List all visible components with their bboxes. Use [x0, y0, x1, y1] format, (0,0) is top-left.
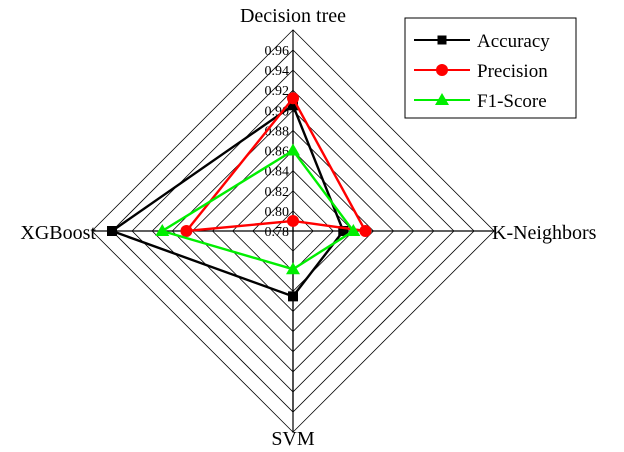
radial-tick-labels: 0.78 0.80 0.82 0.84 0.86 0.88 0.90 0.92 0.94 0.96 — [265, 44, 290, 240]
radial-tick-label: 0.90 — [265, 104, 290, 119]
legend: Accuracy Precision F1-Score — [404, 17, 577, 119]
series-layer — [107, 92, 372, 302]
data-point — [286, 262, 300, 275]
data-point — [287, 92, 299, 105]
data-point — [287, 214, 299, 227]
series-f1-score — [155, 143, 361, 275]
radial-tick-label: 0.96 — [265, 44, 290, 59]
legend-entry-accuracy: Accuracy — [414, 31, 550, 52]
legend-entry-f1-score: F1-Score — [414, 91, 547, 112]
radial-tick-label: 0.94 — [265, 64, 290, 79]
data-point — [288, 100, 298, 111]
axis-label-k-neighbors: K-Neighbors — [492, 222, 597, 244]
radial-tick-label: 0.92 — [265, 84, 290, 99]
legend-marker-f1-score — [435, 93, 449, 105]
data-point — [107, 226, 117, 236]
data-point — [286, 143, 300, 156]
axis-label-svm: SVM — [271, 428, 315, 450]
data-point — [155, 224, 170, 236]
data-point — [180, 225, 193, 237]
radial-tick-label: 0.78 — [265, 225, 290, 240]
series-line — [159, 148, 356, 271]
axis-label-xgboost: XGBoost — [20, 222, 96, 244]
series-line — [109, 103, 345, 298]
radial-tick-label: 0.88 — [265, 124, 290, 139]
data-point — [359, 225, 372, 237]
legend-label-precision: Precision — [477, 61, 548, 82]
data-point — [346, 224, 361, 236]
radial-tick-label: 0.82 — [265, 185, 290, 200]
legend-marker-accuracy — [437, 35, 447, 45]
legend-label-accuracy: Accuracy — [477, 31, 550, 52]
series-accuracy — [107, 100, 349, 302]
series-precision — [180, 92, 372, 237]
data-point — [338, 226, 349, 236]
legend-box — [404, 17, 577, 119]
legend-marker-precision — [436, 64, 448, 76]
radial-tick-label: 0.84 — [265, 165, 290, 180]
radial-tick-label: 0.80 — [265, 205, 290, 220]
radial-tick-label: 0.86 — [265, 145, 290, 160]
axis-label-decision-tree: Decision tree — [240, 5, 346, 27]
legend-entry-precision: Precision — [414, 61, 548, 82]
data-point — [288, 291, 298, 302]
axis-labels: Decision tree K-Neighbors SVM XGBoost — [20, 5, 596, 450]
legend-label-f1-score: F1-Score — [477, 91, 547, 112]
